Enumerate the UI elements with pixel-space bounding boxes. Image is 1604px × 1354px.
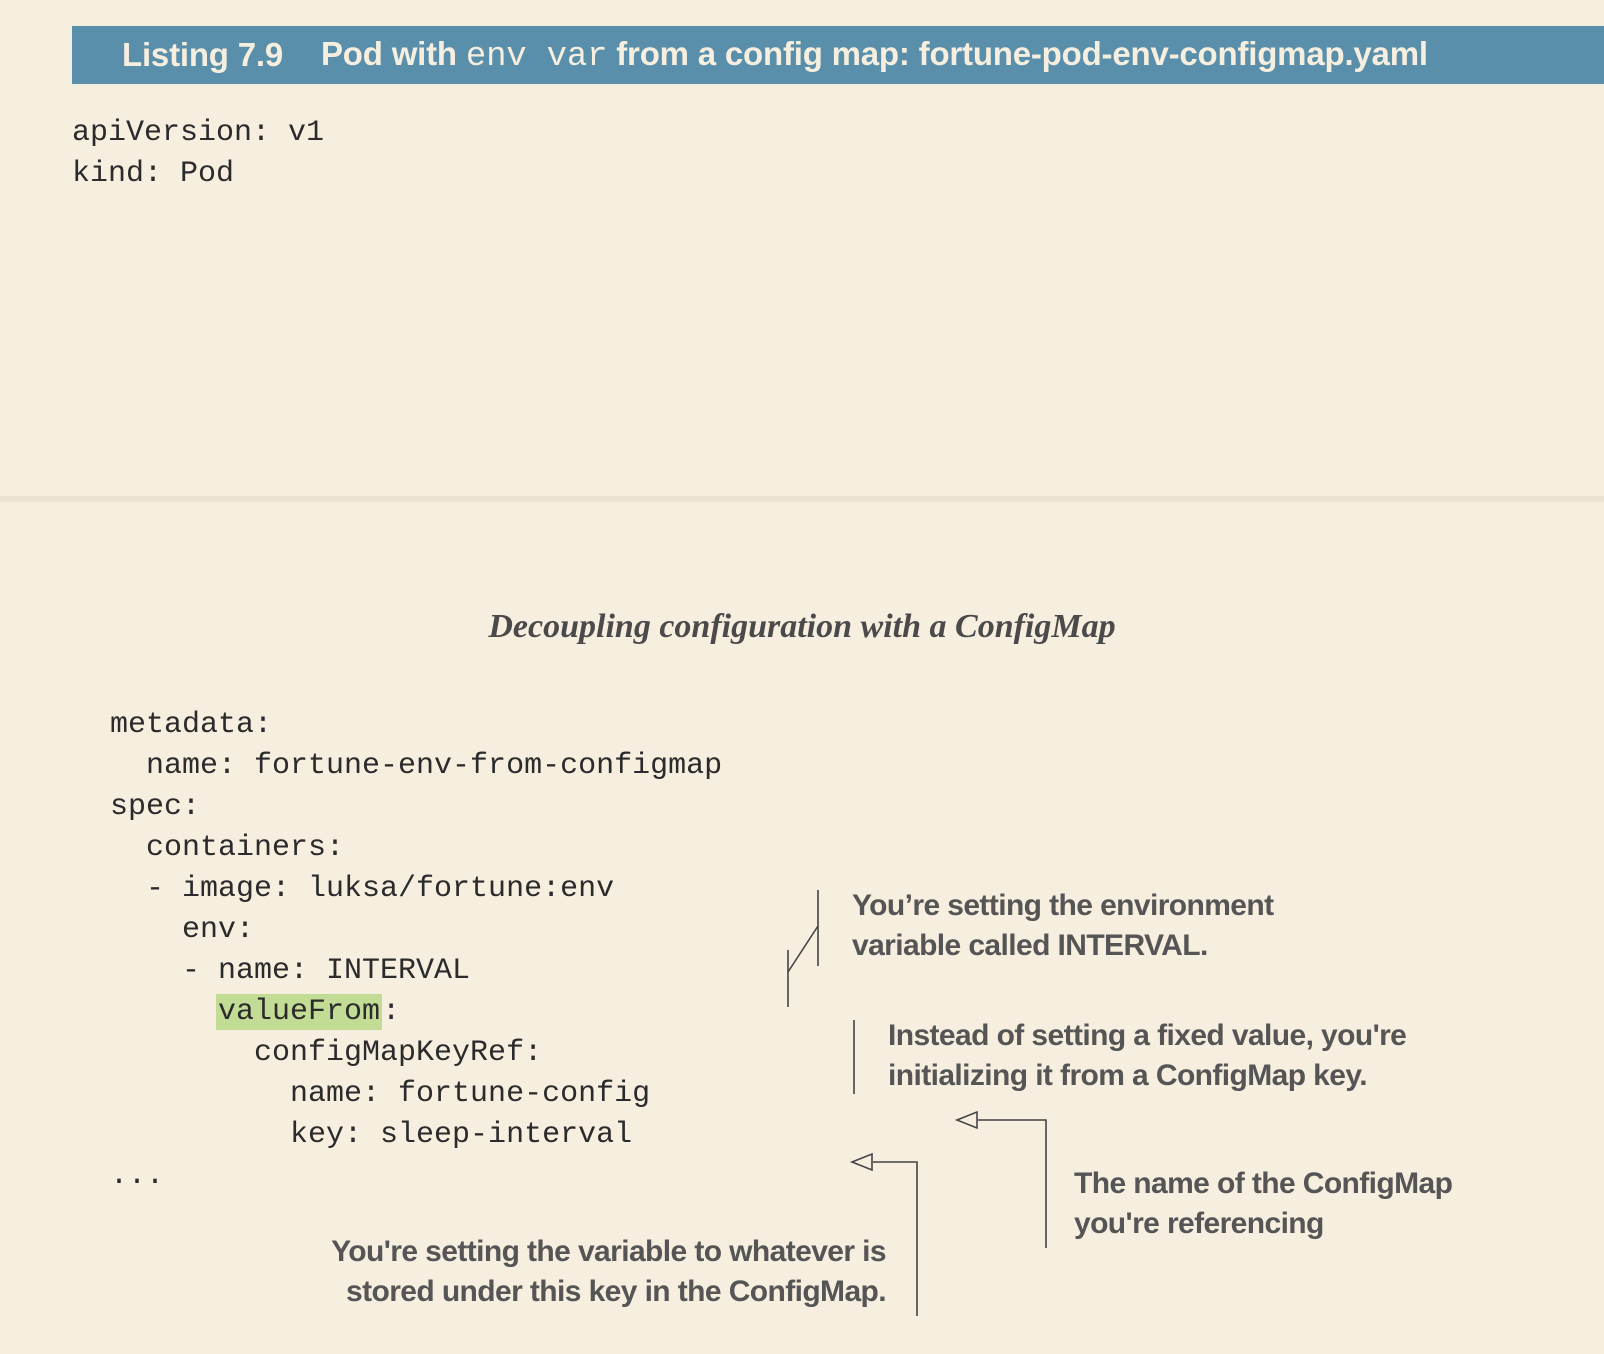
annotation-env-var-line-2: variable called INTERVAL.: [852, 929, 1208, 962]
value-from-indent: [110, 995, 218, 1029]
callout-key-arrowhead: [849, 1152, 873, 1172]
annotation-value-from-line-2: initializing it from a ConfigMap key.: [888, 1059, 1368, 1092]
code-line-name: name: fortune-env-from-configmap: [110, 749, 723, 783]
code-line-value-from: valueFrom:: [110, 992, 400, 1033]
listing-title-prefix: Pod with: [321, 34, 457, 72]
annotation-configmap-name-line-2: you're referencing: [1074, 1207, 1324, 1240]
annotation-env-var: You’re setting the environment variable …: [852, 886, 1274, 966]
callout-name-leader: [978, 1119, 1047, 1248]
listing-number: Listing 7.9: [122, 36, 283, 73]
code-line-ellipsis: ...: [110, 1159, 165, 1193]
code-line-containers: containers:: [110, 831, 345, 865]
code-line-spec: spec:: [110, 790, 201, 824]
code-line-ref-name: name: fortune-config: [110, 1077, 651, 1111]
page-divider: [0, 496, 1604, 502]
code-line-image: - image: luksa/fortune:env: [110, 872, 615, 906]
annotation-configmap-key: You're setting the variable to whatever …: [331, 1232, 886, 1312]
value-from-highlight: valueFrom: [216, 994, 383, 1030]
code-line-env-name: - name: INTERVAL: [110, 954, 471, 988]
annotation-configmap-key-line-2: stored under this key in the ConfigMap.: [346, 1275, 887, 1308]
code-line-ref-key: key: sleep-interval: [110, 1118, 633, 1152]
annotation-configmap-name: The name of the ConfigMap you're referen…: [1074, 1164, 1453, 1244]
value-from-colon: :: [382, 995, 401, 1029]
annotation-env-var-line-1: You’re setting the environment: [852, 889, 1274, 922]
running-head: Decoupling configuration with a ConfigMa…: [488, 608, 1116, 645]
listing-title-suffix: from a config map: fortune-pod-env-confi…: [616, 34, 1428, 72]
annotation-value-from-line-1: Instead of setting a fixed value, you're: [888, 1019, 1407, 1052]
annotation-value-from: Instead of setting a fixed value, you're…: [888, 1016, 1407, 1096]
annotation-configmap-name-line-1: The name of the ConfigMap: [1074, 1167, 1453, 1200]
code-line-env: env:: [110, 913, 255, 947]
callout-name-arrowhead: [954, 1110, 978, 1130]
listing-header: Listing 7.9 Pod with env var from a conf…: [72, 26, 1604, 84]
callout-env-connector: [787, 925, 819, 973]
code-line-api-version: apiVersion: v1: [72, 116, 325, 150]
listing-title: Pod with env var from a config map: fort…: [321, 35, 1428, 76]
listing-title-code: env var: [465, 37, 608, 76]
annotation-configmap-key-line-1: You're setting the variable to whatever …: [331, 1235, 886, 1268]
code-line-metadata: metadata:: [110, 708, 273, 742]
code-line-config-map-key-ref: configMapKeyRef:: [110, 1036, 543, 1070]
code-line-kind: kind: Pod: [72, 157, 235, 191]
